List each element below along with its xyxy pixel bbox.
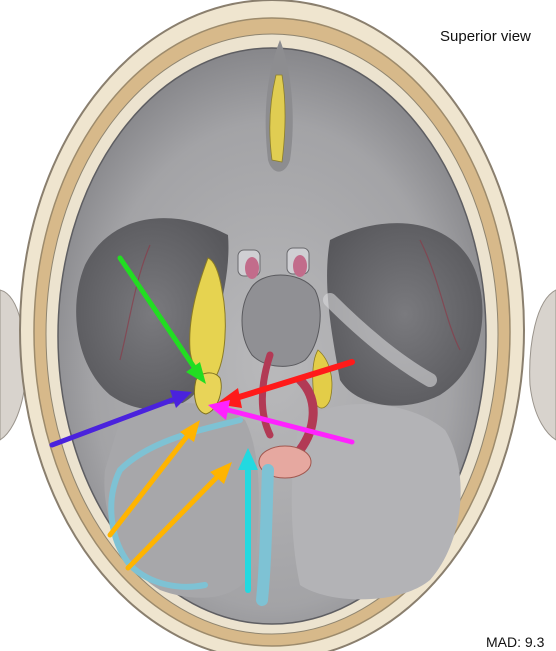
meningeal-vessel-left — [119, 244, 151, 361]
cyan-arrow — [238, 448, 258, 593]
magenta-arrow — [208, 400, 355, 445]
sella-turcica — [241, 274, 321, 367]
right-ear — [529, 289, 556, 441]
petrous-ridge — [323, 293, 437, 387]
green-arrow — [117, 255, 206, 384]
transverse-sinus — [108, 417, 243, 590]
carotid-artery — [295, 375, 318, 455]
source-label: MAD: 9.3 — [486, 634, 545, 650]
left-optic-stump — [245, 257, 259, 279]
basilar-artery — [259, 351, 274, 439]
olfactory-strip — [269, 74, 286, 163]
orange-arrow-upper — [107, 420, 200, 538]
sigmoid-sinus — [256, 464, 274, 606]
view-label: Superior view — [440, 28, 531, 45]
right-optic-stump — [293, 255, 307, 277]
blue-arrow — [49, 390, 192, 448]
meningeal-vessel-right — [419, 239, 461, 351]
arrow-annotations — [49, 255, 355, 593]
orange-arrow-lower — [125, 462, 232, 571]
posterior-fossa-right — [291, 403, 461, 600]
right-middle-fossa — [327, 223, 483, 406]
